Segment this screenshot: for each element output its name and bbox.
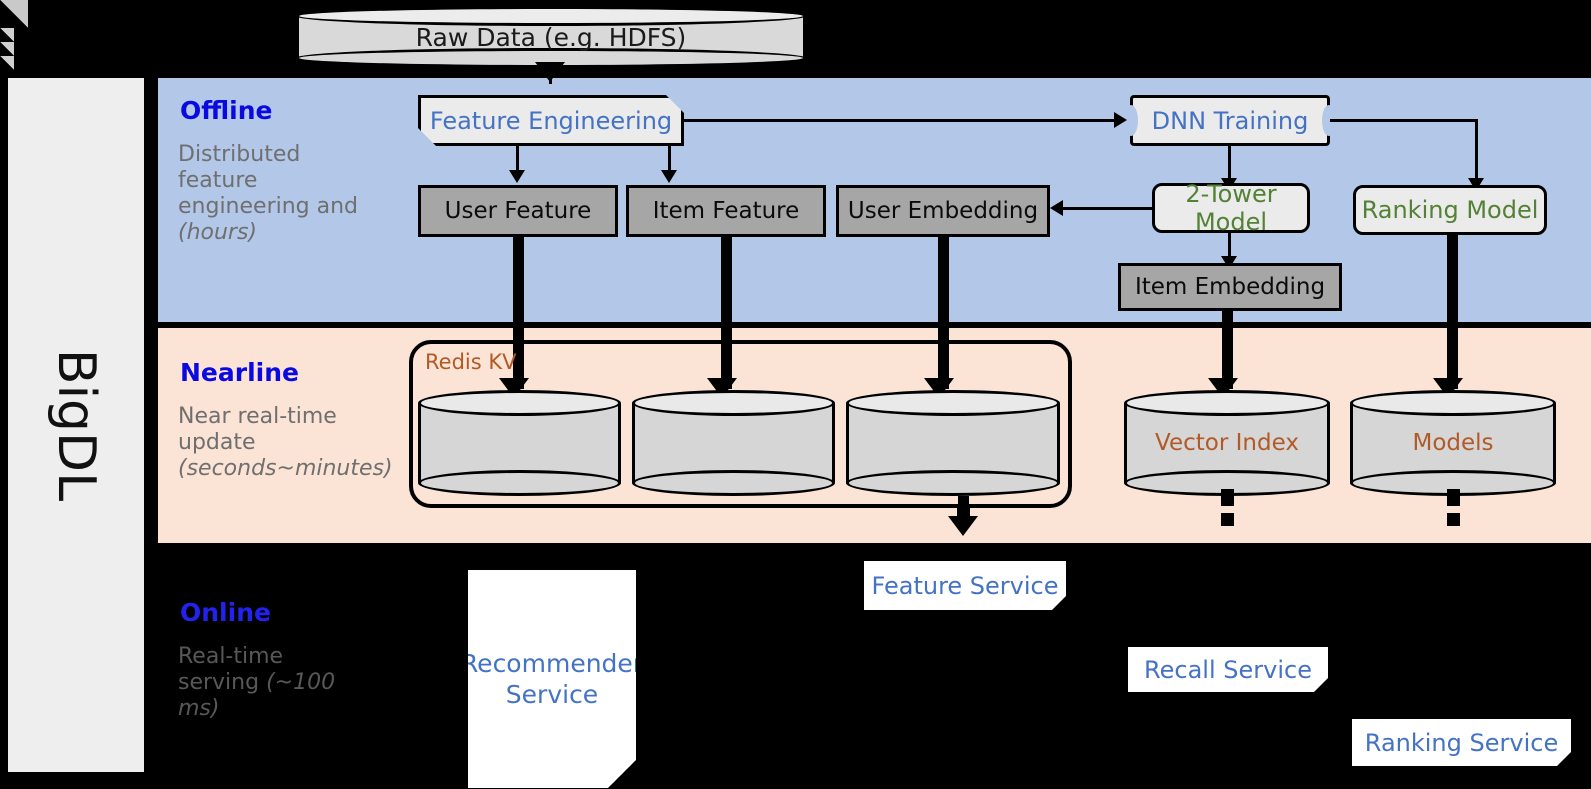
connector-fe-itemfeature bbox=[668, 146, 671, 172]
redis-store-2[interactable] bbox=[632, 390, 835, 496]
cylinder-bottom bbox=[632, 470, 835, 496]
stub-vectorindex-2 bbox=[1221, 513, 1234, 526]
offline-subtitle: Distributed feature engineering and (hou… bbox=[178, 142, 378, 246]
models-label: Models bbox=[1412, 430, 1494, 456]
redis-kv-container[interactable] bbox=[409, 340, 1072, 508]
dnn-training-node[interactable]: DNN Training bbox=[1130, 95, 1330, 146]
dnn-notch-right bbox=[1322, 105, 1336, 136]
redis-store-3[interactable] bbox=[846, 390, 1060, 496]
cylinder-top bbox=[632, 390, 835, 416]
arrow-fe-itemfeature bbox=[661, 170, 677, 183]
redis-store-1-label bbox=[418, 390, 621, 496]
redis-kv-label: Redis KV bbox=[425, 350, 517, 374]
arrow-redis-featureservice bbox=[948, 516, 978, 536]
raw-data-label: Raw Data (e.g. HDFS) bbox=[415, 22, 687, 52]
redis-store-3-label bbox=[846, 390, 1060, 496]
user-embedding-node[interactable]: User Embedding bbox=[836, 185, 1050, 237]
nearline-title: Nearline bbox=[180, 358, 299, 387]
ranking-model-label: Ranking Model bbox=[1361, 196, 1539, 224]
raw-data-store[interactable]: Raw Data (e.g. HDFS) bbox=[296, 6, 806, 68]
cylinder-top bbox=[296, 6, 806, 26]
connector-dnn-ranking-h bbox=[1330, 119, 1478, 122]
dnn-notch-left bbox=[1124, 105, 1138, 136]
arrow-twotower-userembedding bbox=[1050, 200, 1063, 216]
recommender-service-card[interactable]: Recommender Service bbox=[468, 570, 636, 788]
models-store[interactable]: Models bbox=[1350, 390, 1556, 496]
vector-index-store[interactable]: Vector Index bbox=[1124, 390, 1330, 496]
connector-dnn-twotower bbox=[1228, 146, 1231, 182]
item-feature-node[interactable]: Item Feature bbox=[626, 185, 826, 237]
arrow-rawdata-fe bbox=[535, 62, 565, 82]
connector-fe-userfeature bbox=[516, 146, 519, 172]
offline-subtitle-italic: (hours) bbox=[178, 219, 258, 245]
online-subtitle-text: Real-time serving bbox=[178, 644, 284, 695]
ranking-model-node[interactable]: Ranking Model bbox=[1353, 185, 1547, 235]
online-title: Online bbox=[180, 598, 271, 627]
two-tower-model-label: 2-Tower Model bbox=[1185, 180, 1277, 236]
recall-service-card[interactable]: Recall Service bbox=[1128, 647, 1328, 692]
connector-twotower-userembedding bbox=[1062, 207, 1154, 210]
user-embedding-label: User Embedding bbox=[847, 198, 1039, 224]
stub-models-1 bbox=[1447, 489, 1460, 506]
cylinder-bottom bbox=[418, 470, 621, 496]
item-embedding-label: Item Embedding bbox=[1134, 274, 1326, 300]
cylinder-top bbox=[418, 390, 621, 416]
pipe-itemembedding-vectorindex bbox=[1222, 311, 1233, 389]
item-embedding-node[interactable]: Item Embedding bbox=[1118, 263, 1342, 311]
bigdl-framework-rail: BigDL bbox=[8, 78, 144, 772]
ranking-service-card[interactable]: Ranking Service bbox=[1352, 719, 1571, 766]
feature-service-fold-icon bbox=[0, 28, 14, 42]
online-subtitle-italic: (~100 ms) bbox=[178, 669, 336, 721]
cylinder-bottom bbox=[846, 470, 1060, 496]
two-tower-model-node[interactable]: 2-Tower Model bbox=[1152, 180, 1310, 236]
pipe-itemfeature-store bbox=[721, 237, 732, 389]
redis-store-2-label bbox=[632, 390, 835, 496]
cylinder-top bbox=[1350, 390, 1556, 416]
stub-redis-featureservice bbox=[957, 504, 970, 517]
feature-service-label: Feature Service bbox=[871, 571, 1059, 600]
item-feature-label: Item Feature bbox=[652, 198, 800, 224]
connector-twotower-itemembedding bbox=[1228, 233, 1231, 259]
bigdl-label: BigDL bbox=[46, 348, 107, 502]
feature-engineering-node[interactable]: Feature Engineering bbox=[418, 95, 684, 146]
arrow-fe-userfeature bbox=[509, 170, 525, 183]
offline-subtitle-text: Distributed feature engineering and bbox=[178, 142, 359, 219]
recommender-service-fold-icon bbox=[0, 0, 28, 28]
recall-service-fold-icon bbox=[0, 42, 14, 56]
offline-title: Offline bbox=[180, 96, 273, 125]
nearline-subtitle-text: Near real-time update bbox=[178, 404, 337, 455]
user-feature-label: User Feature bbox=[444, 198, 592, 224]
connector-fe-dnn bbox=[684, 119, 1118, 122]
recall-service-label: Recall Service bbox=[1144, 655, 1312, 684]
nearline-subtitle: Near real-time update (seconds~minutes) bbox=[178, 404, 403, 482]
feature-service-card[interactable]: Feature Service bbox=[864, 561, 1066, 610]
vector-index-label: Vector Index bbox=[1155, 430, 1299, 456]
dnn-training-label: DNN Training bbox=[1151, 106, 1309, 135]
redis-store-1[interactable] bbox=[418, 390, 621, 496]
connector-dnn-ranking-v bbox=[1475, 119, 1478, 183]
ranking-service-fold-icon bbox=[0, 56, 14, 70]
feature-engineering-label: Feature Engineering bbox=[429, 106, 673, 135]
recommender-service-label: Recommender Service bbox=[460, 648, 644, 709]
pipe-rankingmodel-models bbox=[1447, 235, 1458, 389]
user-feature-node[interactable]: User Feature bbox=[418, 185, 618, 237]
cylinder-top bbox=[846, 390, 1060, 416]
pipe-userfeature-store bbox=[513, 237, 524, 389]
online-subtitle: Real-time serving (~100 ms) bbox=[178, 644, 353, 722]
stub-vectorindex-1 bbox=[1221, 489, 1234, 506]
cylinder-top bbox=[1124, 390, 1330, 416]
nearline-subtitle-italic: (seconds~minutes) bbox=[178, 455, 393, 481]
stub-models-2 bbox=[1447, 513, 1460, 526]
arrow-fe-dnn bbox=[1114, 112, 1127, 128]
pipe-userembedding-store bbox=[938, 237, 949, 389]
ranking-service-label: Ranking Service bbox=[1364, 728, 1559, 757]
